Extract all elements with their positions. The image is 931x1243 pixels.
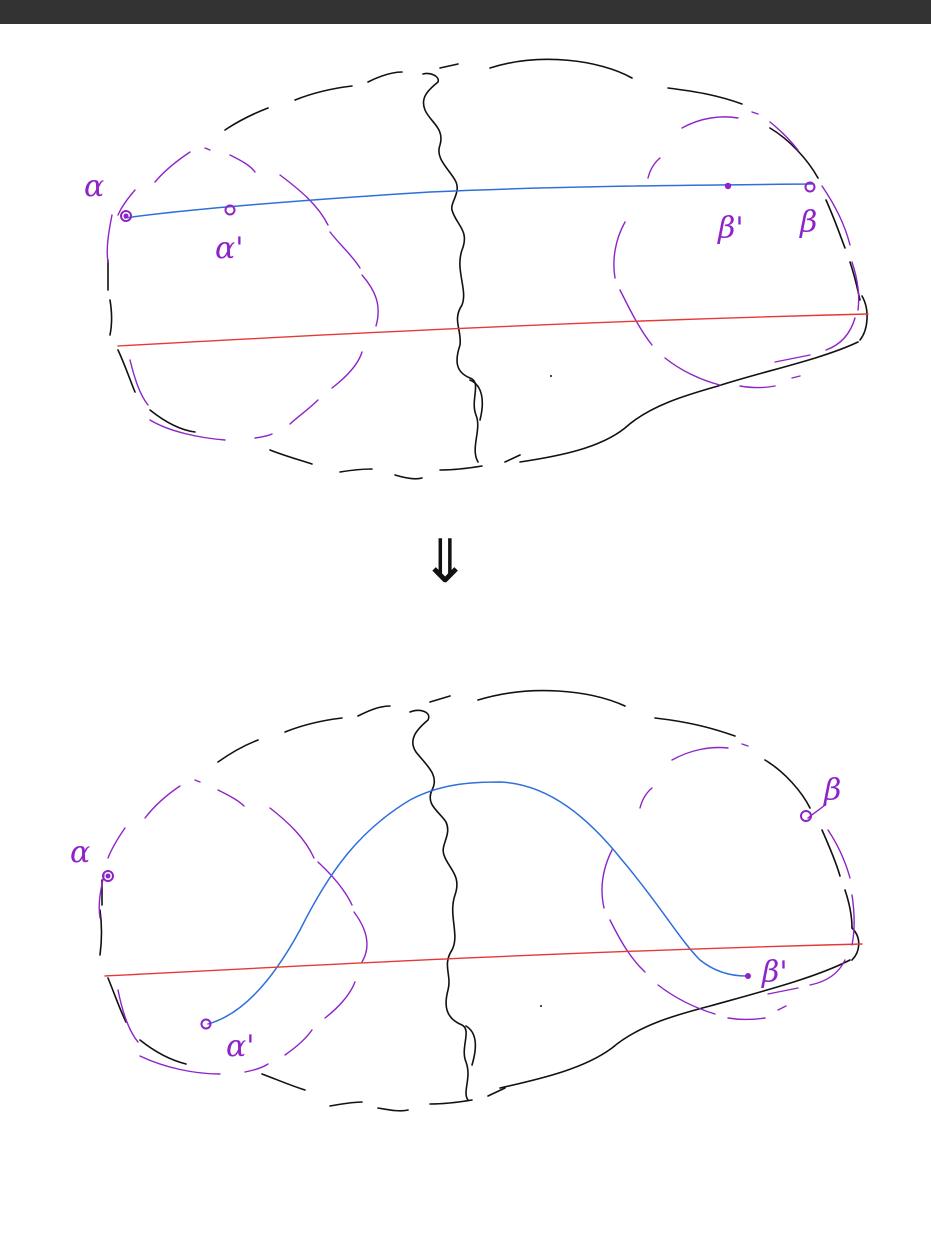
bottom-cut-line bbox=[104, 943, 863, 977]
top-toolbar bbox=[0, 0, 931, 24]
bottom-figure: α α' β' β bbox=[70, 689, 863, 1112]
top-point-alpha-dot bbox=[123, 213, 129, 219]
bottom-geodesic-curve bbox=[207, 781, 747, 1025]
top-label-beta: β bbox=[799, 205, 817, 240]
top-label-beta-prime: β' bbox=[717, 211, 744, 246]
bottom-point-beta bbox=[800, 810, 812, 822]
down-implies-arrow: ⇓ bbox=[420, 527, 470, 597]
top-cut-line bbox=[117, 313, 869, 347]
drawing-canvas: α α' β' β ⇓ bbox=[0, 24, 931, 1243]
bottom-surface-outline bbox=[99, 689, 860, 1112]
top-figure: α α' β' β bbox=[84, 58, 869, 480]
top-point-alpha bbox=[120, 210, 132, 222]
top-point-alpha-prime bbox=[224, 204, 236, 216]
top-point-beta bbox=[804, 181, 816, 193]
bottom-point-alpha-prime bbox=[200, 1018, 212, 1030]
bottom-point-beta-prime bbox=[745, 973, 751, 979]
bottom-label-alpha: α bbox=[70, 835, 90, 870]
bottom-label-alpha-prime: α' bbox=[226, 1029, 255, 1064]
top-label-alpha: α bbox=[84, 169, 104, 204]
top-stray-dot bbox=[550, 375, 552, 377]
sketch-svg: α α' β' β ⇓ bbox=[70, 58, 869, 1112]
top-surface-outline bbox=[107, 58, 868, 480]
bottom-label-beta-prime: β' bbox=[761, 955, 788, 990]
bottom-label-beta: β bbox=[823, 773, 841, 808]
top-label-alpha-prime: α' bbox=[215, 231, 244, 266]
top-geodesic-curve bbox=[124, 183, 813, 219]
top-points bbox=[120, 181, 816, 377]
bottom-point-alpha-dot bbox=[105, 873, 111, 879]
bottom-handle-circles bbox=[98, 743, 855, 1075]
top-handle-circles bbox=[106, 111, 860, 441]
bottom-points bbox=[102, 810, 812, 1030]
bottom-stray-dot bbox=[540, 1005, 542, 1007]
top-point-beta-prime bbox=[724, 182, 732, 190]
bottom-point-alpha bbox=[102, 870, 114, 882]
